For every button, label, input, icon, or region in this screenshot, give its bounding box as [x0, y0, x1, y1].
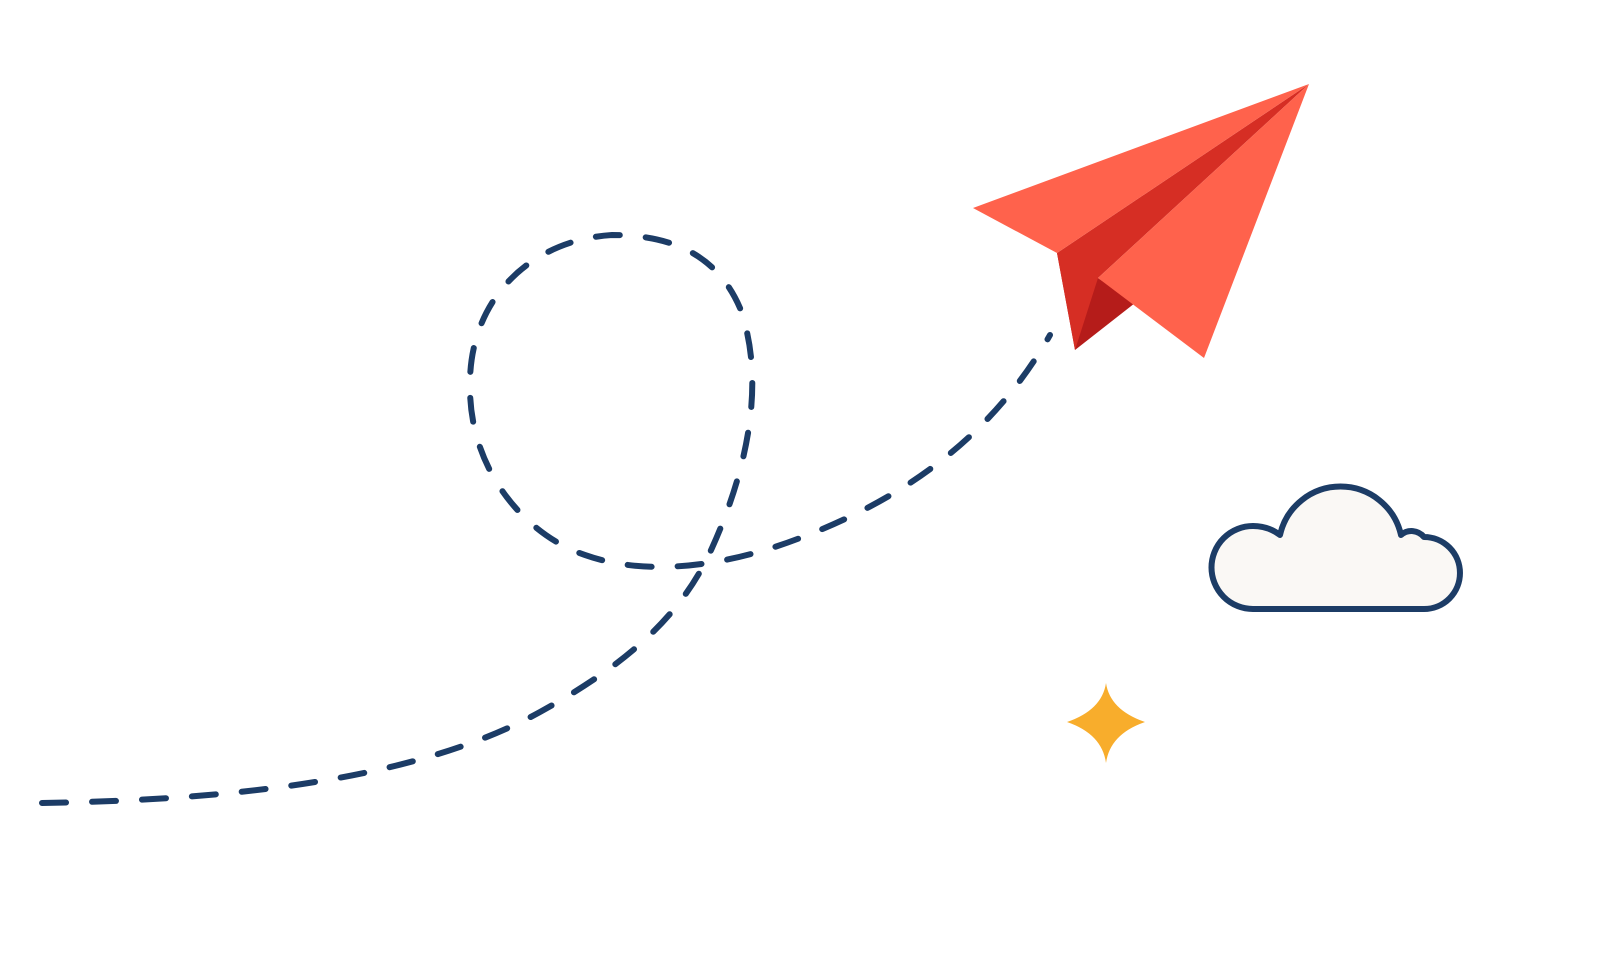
cloud-icon — [1208, 483, 1463, 612]
dashed-flight-path — [39, 231, 1053, 806]
plane-mid-fold — [1057, 84, 1309, 350]
sparkle-icon — [1067, 683, 1145, 763]
plane-right-wing — [1098, 84, 1309, 358]
plane-left-wing — [973, 84, 1309, 253]
paper-plane-icon — [973, 84, 1309, 358]
